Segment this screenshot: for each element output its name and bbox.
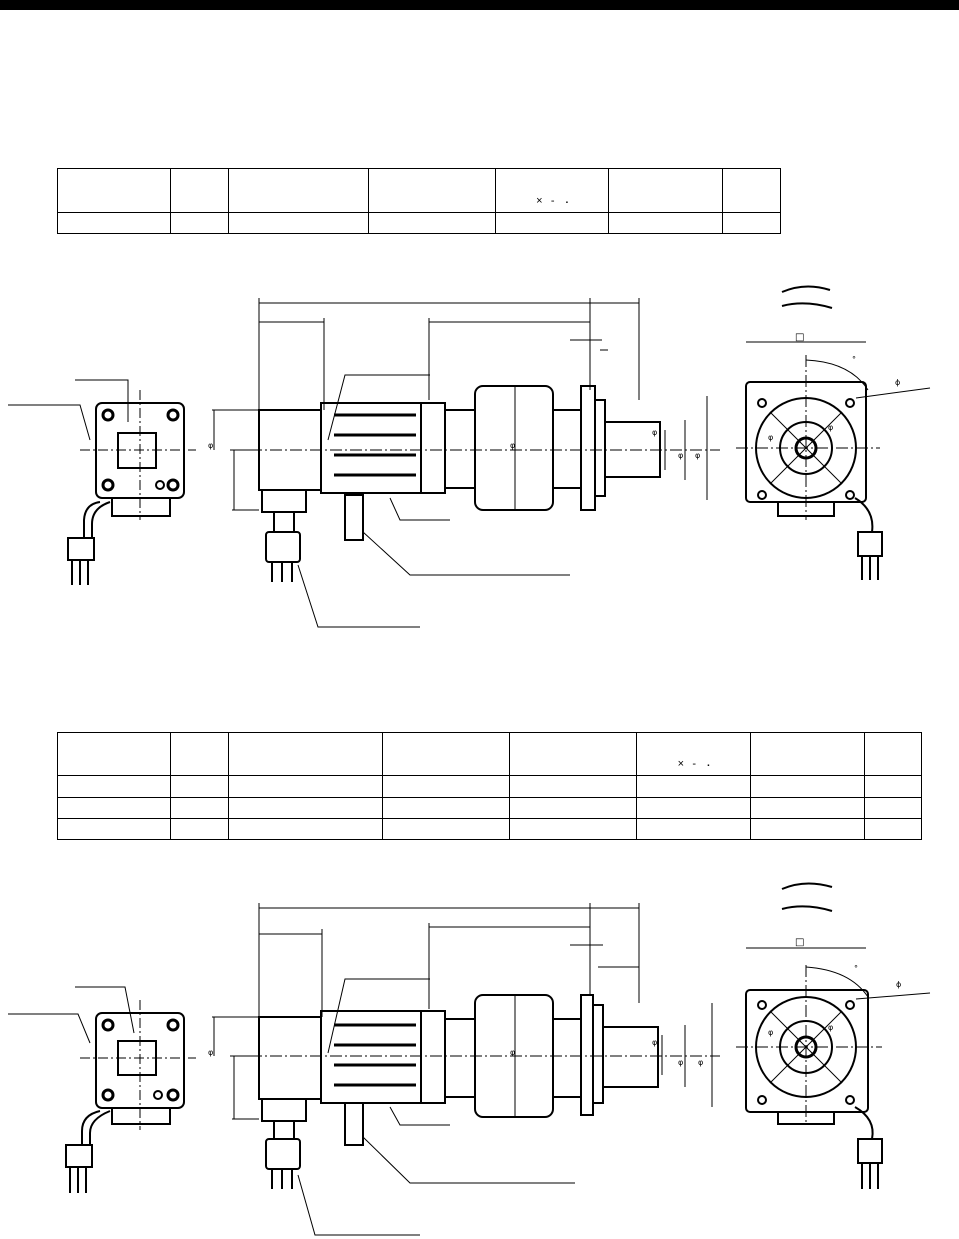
table-cell bbox=[750, 796, 865, 819]
table-cell: × - ▪ bbox=[636, 731, 751, 777]
table-cell bbox=[608, 212, 723, 234]
table-cell bbox=[170, 731, 229, 777]
side-view: φ φ φ φ φ bbox=[208, 903, 720, 1236]
phi-label: φ bbox=[208, 441, 213, 450]
right-end-view: □ ° ϕ φ φ bbox=[736, 882, 931, 1189]
table-cell: × - ▪ bbox=[495, 168, 609, 213]
spec-table-2: × - ▪ bbox=[57, 731, 922, 841]
table-cell bbox=[636, 817, 751, 841]
table-cell bbox=[636, 775, 751, 798]
phi-label: φ bbox=[678, 451, 683, 460]
table-cell bbox=[57, 817, 171, 841]
table-cell bbox=[170, 796, 229, 819]
table-row: × - ▪ bbox=[57, 731, 922, 777]
table-row: × - ▪ bbox=[57, 168, 781, 213]
table-cell bbox=[368, 168, 496, 213]
left-end-view bbox=[8, 379, 196, 585]
phi-label: φ bbox=[510, 441, 515, 450]
table-cell bbox=[636, 796, 751, 819]
times-mark: × bbox=[677, 758, 685, 771]
phi-label: φ bbox=[828, 423, 833, 432]
table-cell bbox=[368, 212, 496, 234]
dot-mark: ▪ bbox=[707, 763, 710, 770]
table-cell bbox=[228, 212, 369, 234]
table-cell bbox=[864, 817, 922, 841]
table-cell bbox=[170, 817, 229, 841]
table-cell bbox=[382, 731, 510, 777]
table-cell bbox=[864, 796, 922, 819]
table-cell bbox=[57, 212, 171, 234]
phi-label: φ bbox=[768, 433, 773, 442]
degree-symbol: ° bbox=[854, 964, 858, 973]
table-cell bbox=[228, 796, 383, 819]
dash-mark: - bbox=[692, 758, 697, 771]
table-cell bbox=[750, 817, 865, 841]
table-cell bbox=[228, 775, 383, 798]
table-cell bbox=[509, 796, 637, 819]
table-cell bbox=[608, 168, 723, 213]
table-cell bbox=[382, 817, 510, 841]
degree-symbol: ° bbox=[852, 355, 856, 364]
table-cell bbox=[495, 212, 609, 234]
table-cell bbox=[864, 731, 922, 777]
motor-drawing-1: φ φ φ φ φ □ ° ϕ φ φ bbox=[8, 285, 931, 628]
header-rule bbox=[0, 0, 959, 10]
table-row bbox=[57, 796, 922, 819]
phi-label: φ bbox=[695, 451, 700, 460]
table-cell bbox=[170, 168, 229, 213]
table-row bbox=[57, 817, 922, 841]
table-cell bbox=[57, 796, 171, 819]
right-end-view: □ ° ϕ φ φ bbox=[736, 285, 931, 580]
table-cell bbox=[57, 775, 171, 798]
table-cell bbox=[57, 168, 171, 213]
table-cell bbox=[228, 168, 369, 213]
table-cell bbox=[722, 168, 781, 213]
table-row bbox=[57, 212, 781, 234]
phi-label: φ bbox=[698, 1058, 703, 1067]
phi-label: φ bbox=[652, 428, 657, 437]
phi-label: φ bbox=[208, 1048, 213, 1057]
table-cell bbox=[509, 731, 637, 777]
phi-label: φ bbox=[510, 1048, 515, 1057]
table-cell bbox=[509, 817, 637, 841]
table-row bbox=[57, 775, 922, 798]
left-end-view bbox=[8, 986, 196, 1193]
table-cell bbox=[382, 796, 510, 819]
table-cell bbox=[722, 212, 781, 234]
square-symbol: □ bbox=[795, 937, 804, 948]
dash-mark: - bbox=[550, 195, 555, 207]
diameter-symbol: ϕ bbox=[896, 980, 901, 989]
table-cell bbox=[509, 775, 637, 798]
dot-mark: ▪ bbox=[565, 200, 568, 206]
square-symbol: □ bbox=[795, 332, 804, 343]
motor-drawing-2: φ φ φ φ φ □ ° ϕ φ φ bbox=[8, 882, 931, 1236]
phi-label: φ bbox=[678, 1058, 683, 1067]
times-mark: × bbox=[536, 195, 543, 207]
phi-label: φ bbox=[652, 1038, 657, 1047]
phi-label: φ bbox=[768, 1028, 773, 1037]
table-cell bbox=[750, 775, 865, 798]
table-cell bbox=[228, 731, 383, 777]
phi-label: φ bbox=[828, 1023, 833, 1032]
table-cell bbox=[228, 817, 383, 841]
table-cell bbox=[170, 775, 229, 798]
table-cell bbox=[57, 731, 171, 777]
table-cell bbox=[750, 731, 865, 777]
table-cell bbox=[864, 775, 922, 798]
table-cell bbox=[382, 775, 510, 798]
diameter-symbol: ϕ bbox=[895, 378, 900, 387]
side-view: φ φ φ φ φ bbox=[208, 298, 720, 628]
table-cell bbox=[170, 212, 229, 234]
spec-table-1: × - ▪ bbox=[57, 168, 781, 234]
